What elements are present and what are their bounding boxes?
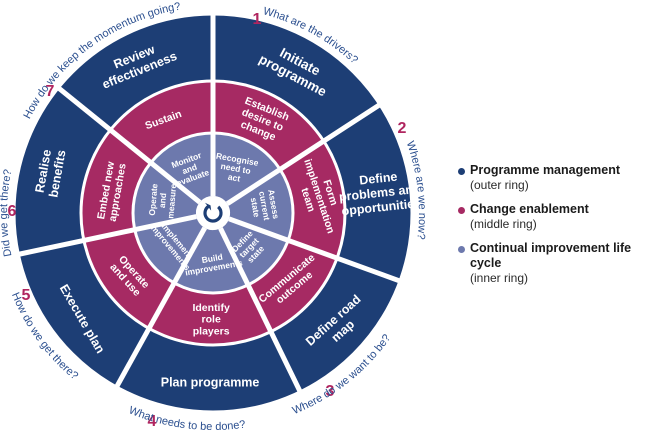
outer-segment (19, 240, 150, 387)
question-number: 6 (8, 203, 17, 220)
question-number: 2 (398, 120, 407, 137)
segment-label-line: role (202, 314, 221, 326)
legend-title: Continual improvement life cycle (470, 241, 632, 270)
cycle-arrow-arc (203, 204, 223, 223)
legend-dot-outer (458, 168, 465, 175)
legend-subtitle: (outer ring) (470, 178, 529, 192)
inner-ring (133, 133, 293, 293)
middle-segment (83, 229, 175, 329)
inner-segment (133, 162, 200, 230)
outer-ring (15, 15, 411, 411)
legend-dot-middle (458, 207, 465, 214)
outer-segment (323, 105, 411, 281)
question-number: 5 (22, 287, 31, 304)
segment-divider (218, 227, 303, 393)
legend-subtitle: (inner ring) (470, 271, 529, 285)
middle-segment (110, 81, 213, 163)
segment-label-line: act (227, 172, 241, 184)
segment-label-line: measure (165, 183, 178, 219)
segment-divider (114, 226, 207, 389)
segment-divider (228, 216, 401, 284)
middle-ring (81, 81, 345, 346)
segment-label: Recogniseneed toact (212, 151, 260, 187)
legend-item-change-enablement: Change enablement (middle ring) (458, 202, 648, 232)
outer-segment (213, 15, 380, 142)
inner-segment (213, 133, 281, 204)
segment-label-line: Define (359, 170, 399, 188)
inner-segment (150, 133, 213, 203)
segment-label-line: state (249, 197, 262, 219)
inner-segment (174, 227, 249, 293)
question-text-path: Did we get there? (0, 168, 14, 257)
question-number: 1 (253, 11, 262, 28)
segment-label-line: and (157, 192, 168, 208)
segment-label-line: players (193, 325, 230, 337)
outer-segment (117, 328, 300, 411)
outer-segment (15, 88, 111, 255)
cycle-arrow-icon (203, 202, 223, 223)
legend-item-continual-improvement: Continual improvement life cycle (inner … (458, 241, 648, 286)
segment-label: Defineproblems andopportunities (337, 167, 423, 218)
legend-item-programme-management: Programme management (outer ring) (458, 163, 648, 193)
question-number: 3 (326, 383, 335, 400)
middle-segment (149, 282, 271, 346)
segment-dividers (14, 14, 412, 412)
question-text: Did we get there? (0, 168, 14, 257)
segment-label-line: Build (201, 252, 224, 266)
segment-divider (56, 85, 202, 205)
segment-label-line: Plan programme (161, 375, 260, 389)
question-number: 4 (148, 413, 157, 430)
hub (196, 196, 230, 230)
segment-divider (17, 214, 197, 257)
segment-label: Assesscurrentstate (248, 189, 281, 224)
legend-title: Programme management (470, 163, 621, 177)
segment-divider (225, 102, 382, 206)
segment-label-line: and (181, 162, 199, 177)
hub-circle (196, 196, 230, 230)
legend-title: Change enablement (470, 202, 589, 216)
inner-segment (134, 216, 205, 283)
cycle-arrow-head (204, 202, 212, 211)
legend-dot-inner (458, 246, 465, 253)
segment-label-line: Operate (147, 183, 160, 216)
segment-label: Operateandmeasure (147, 181, 179, 219)
middle-segment (213, 81, 324, 170)
middle-segment (280, 141, 345, 259)
outer-segment (270, 258, 400, 391)
segment-label: Plan programme (161, 375, 260, 389)
legend-subtitle: (middle ring) (470, 217, 537, 231)
question-number: 7 (46, 83, 55, 100)
legend: Programme management (outer ring) Change… (458, 163, 648, 295)
middle-segment (81, 129, 151, 241)
outer-segment (59, 15, 214, 130)
segment-label-line: Identify (192, 302, 229, 314)
middle-segment (248, 240, 338, 332)
